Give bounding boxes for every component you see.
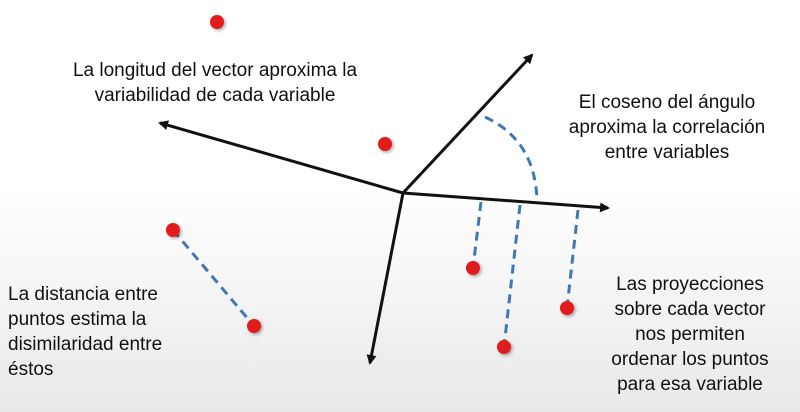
observation-point [497,340,511,354]
annotation-line: Las proyecciones [616,274,764,295]
annotation-line: aproxima la correlación [568,117,766,138]
annotation-line: sobre cada vector [614,299,766,320]
vector-up-right [401,53,534,195]
angle-arc [484,115,539,201]
annotation-line: La longitud del vector aproxima la [72,60,358,81]
observation-point [466,261,480,275]
annotation-line: disimilaridad entre [8,334,163,355]
annotation-line: ordenar los puntos [611,349,769,370]
point-distance-annotation: La distancia entre puntos estima la disi… [8,282,198,382]
observation-point [210,15,224,29]
projection-line-2 [502,204,522,348]
annotation-line: variabilidad de cada variable [94,85,336,106]
observation-point [560,301,574,315]
annotation-line: éstos [8,359,54,380]
annotation-line: puntos estima la [8,309,147,330]
observation-point [247,319,261,333]
projection-line-1 [471,201,483,269]
vector-down [366,192,405,365]
projection-line-3 [565,209,580,309]
observation-point [378,137,392,151]
distance-dashed-line [171,229,256,327]
projections-annotation: Las proyecciones sobre cada vector nos p… [590,272,790,397]
annotation-line: La distancia entre [8,284,158,305]
vector-left [158,120,404,195]
vector-length-annotation: La longitud del vector aproxima la varia… [40,58,390,108]
angle-cosine-annotation: El coseno del ángulo aproxima la correla… [552,90,782,165]
annotation-line: para esa variable [617,374,763,395]
annotation-line: El coseno del ángulo [578,92,756,113]
vector-right [402,191,610,213]
annotation-line: entre variables [604,142,730,163]
observation-point [166,223,180,237]
annotation-line: nos permiten [635,324,745,345]
